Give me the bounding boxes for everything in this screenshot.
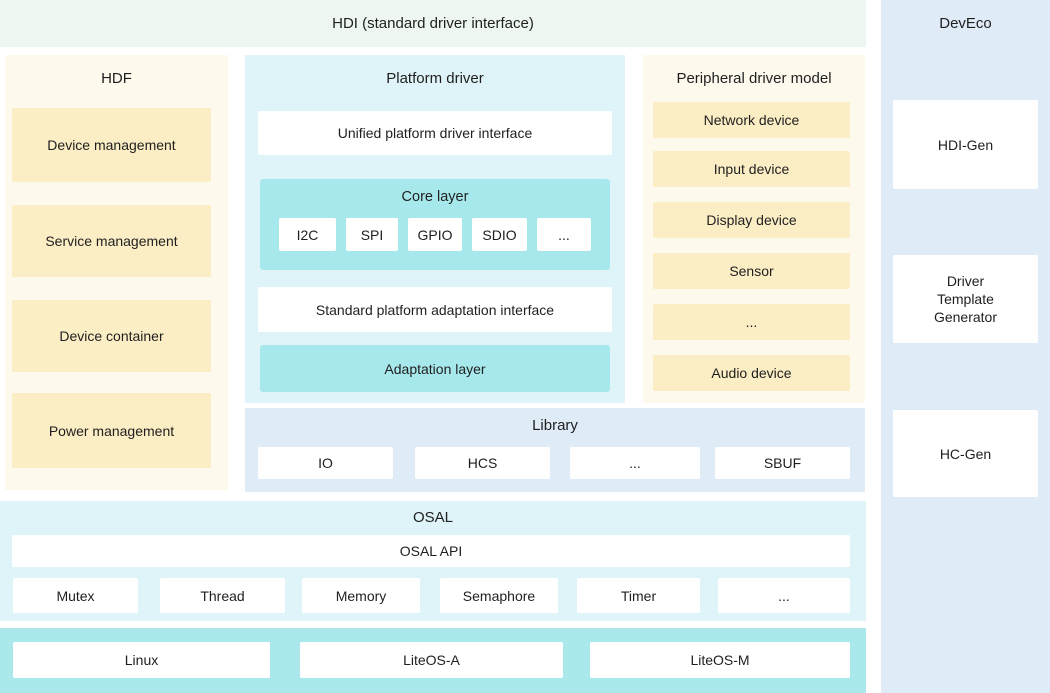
library-title: Library [532,417,578,434]
osal-api-box: OSAL API [12,535,850,567]
osal-panel: OSAL OSAL API Mutex Thread Memory Semaph… [0,501,866,621]
hdf-item-service-management: Service management [12,205,211,277]
deveco-item-driver-template-generator: Driver Template Generator [893,255,1038,343]
osal-item-memory: Memory [302,578,420,613]
hdf-item-device-container: Device container [12,300,211,372]
osal-item-thread: Thread [160,578,285,613]
core-chip-gpio: GPIO [408,218,462,251]
peripheral-item-more: ... [653,304,850,340]
osal-item-timer: Timer [577,578,700,613]
hdi-band-title: HDI (standard driver interface) [332,15,534,32]
hdi-band: HDI (standard driver interface) [0,0,866,47]
library-item-more: ... [570,447,700,479]
kernel-item-linux: Linux [13,642,270,678]
library-item-io: IO [258,447,393,479]
peripheral-item-audio-device: Audio device [653,355,850,391]
peripheral-item-input-device: Input device [653,151,850,187]
kernel-item-liteos-a: LiteOS-A [300,642,563,678]
hdf-item-device-management: Device management [12,108,211,182]
core-chip-sdio: SDIO [472,218,527,251]
deveco-column: DevEco HDI-Gen Driver Template Generator… [881,0,1050,693]
library-item-sbuf: SBUF [715,447,850,479]
core-layer-box: Core layer I2C SPI GPIO SDIO ... [260,179,610,270]
osal-item-mutex: Mutex [13,578,138,613]
platform-driver-panel: Platform driver Unified platform driver … [245,55,625,403]
core-layer-title: Core layer [401,189,469,205]
osal-item-semaphore: Semaphore [440,578,558,613]
hdf-panel-title: HDF [101,70,132,87]
standard-platform-adaptation-interface-box: Standard platform adaptation interface [258,287,612,332]
hdf-panel: HDF Device management Service management… [5,55,228,490]
peripheral-driver-model-panel: Peripheral driver model Network device I… [643,55,865,403]
peripheral-item-sensor: Sensor [653,253,850,289]
osal-item-more: ... [718,578,850,613]
platform-driver-title: Platform driver [386,70,484,87]
deveco-title: DevEco [939,15,992,32]
library-panel: Library IO HCS ... SBUF [245,408,865,492]
peripheral-driver-model-title: Peripheral driver model [676,70,832,87]
kernel-item-liteos-m: LiteOS-M [590,642,850,678]
core-chip-i2c: I2C [279,218,336,251]
osal-title: OSAL [412,509,454,526]
core-chip-spi: SPI [346,218,398,251]
peripheral-item-display-device: Display device [653,202,850,238]
deveco-item-hdi-gen: HDI-Gen [893,100,1038,189]
core-chip-more: ... [537,218,591,251]
peripheral-item-network-device: Network device [653,102,850,138]
hdf-item-power-management: Power management [12,393,211,468]
core-layer-chips: I2C SPI GPIO SDIO ... [279,218,591,251]
unified-platform-driver-interface-box: Unified platform driver interface [258,111,612,155]
deveco-item-hc-gen: HC-Gen [893,410,1038,497]
adaptation-layer-box: Adaptation layer [260,345,610,392]
library-item-hcs: HCS [415,447,550,479]
kernel-band: Linux LiteOS-A LiteOS-M [0,628,866,693]
